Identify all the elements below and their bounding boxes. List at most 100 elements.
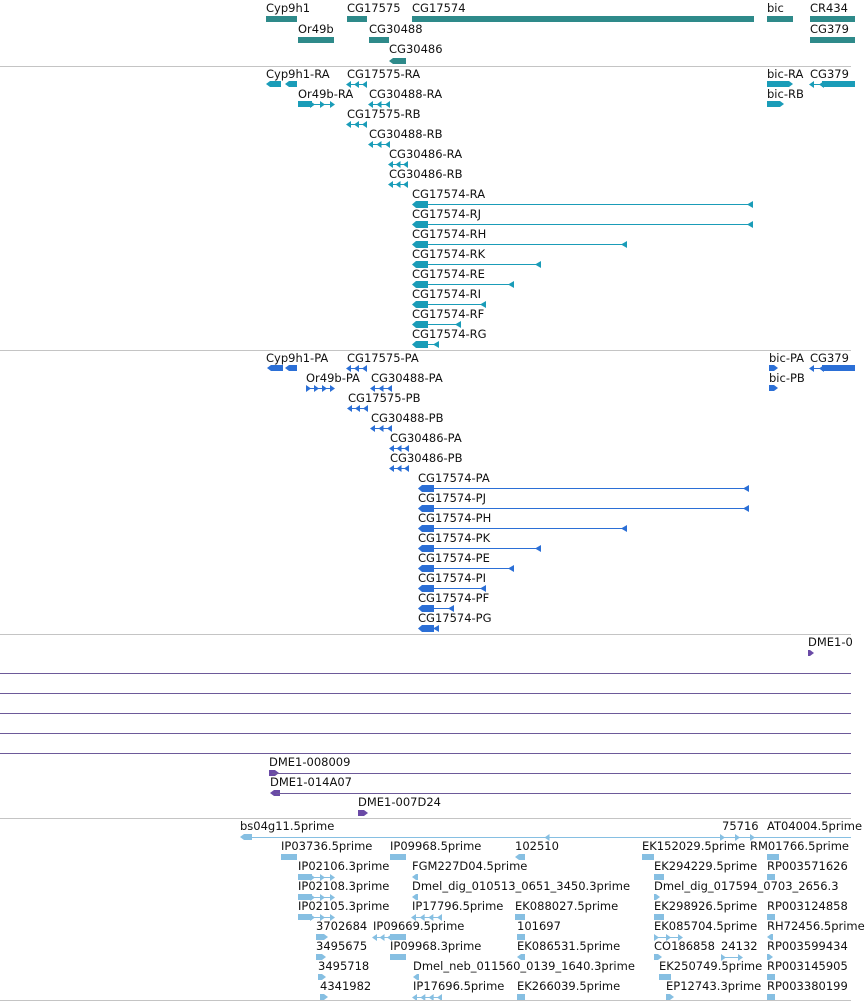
feature-glyph[interactable] — [284, 81, 298, 87]
transcript-glyph[interactable] — [411, 301, 429, 308]
ests-label[interactable]: RP003571626 — [767, 859, 848, 873]
proteins-label[interactable]: CG17575-PB — [348, 391, 421, 405]
protein-glyph[interactable] — [417, 505, 435, 512]
transcripts-label[interactable]: CG379 — [810, 67, 849, 81]
amplicon-glyph[interactable] — [357, 810, 369, 816]
genes-label[interactable]: CG30486 — [389, 42, 443, 56]
ests-label[interactable]: FGM227D04.5prime — [412, 859, 528, 873]
est-glyph[interactable] — [767, 974, 775, 980]
ests-label[interactable]: IP02108.3prime — [298, 879, 390, 893]
protein-glyph[interactable] — [418, 524, 628, 533]
transcript-glyph[interactable] — [412, 240, 628, 249]
transcripts-label[interactable]: CG30486-RA — [389, 147, 463, 161]
genes-label[interactable]: Or49b — [298, 22, 334, 36]
transcript-glyph[interactable] — [412, 340, 440, 349]
amplicon-glyph[interactable] — [269, 790, 281, 796]
est-glyph[interactable] — [315, 934, 329, 940]
ests-label[interactable]: bs04g11.5prime — [240, 819, 335, 833]
proteins-label[interactable]: CG17574-PA — [418, 471, 490, 485]
est-glyph[interactable] — [319, 994, 329, 1000]
feature-glyph[interactable] — [388, 444, 411, 453]
proteins-label[interactable]: CG17575-PA — [347, 351, 419, 365]
transcripts-label[interactable]: CG30486-RB — [389, 167, 463, 181]
proteins-label[interactable]: bic-PB — [769, 371, 805, 385]
ests-label[interactable]: IP09669.5prime — [373, 919, 465, 933]
protein-glyph[interactable] — [417, 565, 435, 572]
protein-glyph[interactable] — [418, 604, 455, 613]
ests-label[interactable]: 3702684 — [316, 919, 368, 933]
est-glyph[interactable] — [281, 854, 297, 860]
transcript-glyph[interactable] — [412, 300, 487, 309]
transcripts-label[interactable]: CG17574-RH — [412, 227, 487, 241]
est-glyph[interactable] — [766, 934, 774, 940]
amplicons-label[interactable]: DME1-014A07 — [270, 775, 352, 789]
transcripts-label[interactable]: CG17574-RA — [412, 187, 486, 201]
ests-label[interactable]: EK298926.5prime — [654, 899, 758, 913]
ests-label[interactable]: 4341982 — [320, 979, 372, 993]
amplicons-label[interactable]: DME1-008009 — [269, 755, 351, 769]
est-glyph[interactable] — [514, 854, 526, 860]
ests-label[interactable]: RH72456.5prime — [767, 919, 865, 933]
est-glyph[interactable] — [390, 954, 406, 960]
genes-label[interactable]: Cyp9h1 — [266, 1, 311, 15]
transcript-glyph[interactable] — [412, 280, 515, 289]
gene-glyph[interactable] — [767, 16, 793, 22]
proteins-label[interactable]: CG17574-PF — [418, 591, 490, 605]
transcripts-label[interactable]: bic-RB — [767, 87, 804, 101]
ests-label[interactable]: IP02106.3prime — [298, 859, 390, 873]
est-glyph[interactable] — [298, 894, 312, 900]
transcript-glyph[interactable] — [411, 201, 429, 208]
ests-label[interactable]: EK152029.5prime — [642, 839, 746, 853]
est-glyph[interactable] — [767, 914, 775, 920]
ests-label[interactable]: IP17796.5prime — [412, 899, 504, 913]
ests-label[interactable]: 75716 — [722, 819, 759, 833]
feature-glyph[interactable] — [718, 833, 756, 842]
gene-glyph[interactable] — [810, 16, 855, 22]
ests-label[interactable]: RP003145905 — [767, 959, 848, 973]
ests-label[interactable]: EK088027.5prime — [515, 899, 619, 913]
est-glyph[interactable] — [665, 994, 675, 1000]
ests-label[interactable]: RP003599434 — [767, 939, 848, 953]
proteins-label[interactable]: CG17574-PK — [418, 531, 491, 545]
ests-label[interactable]: IP17696.5prime — [413, 979, 505, 993]
ests-label[interactable]: EK250749.5prime — [659, 959, 763, 973]
amplicons-label[interactable]: DME1-007D24 — [358, 795, 441, 809]
feature-glyph[interactable] — [346, 404, 370, 413]
est-glyph[interactable] — [654, 874, 664, 880]
est-glyph[interactable] — [767, 854, 779, 860]
transcript-glyph[interactable] — [412, 260, 542, 269]
protein-glyph[interactable] — [418, 584, 487, 593]
transcripts-label[interactable]: CG30488-RB — [369, 127, 443, 141]
genes-label[interactable]: CG379 — [810, 22, 849, 36]
transcripts-label[interactable]: CG17574-RE — [412, 267, 485, 281]
feature-glyph[interactable] — [345, 120, 369, 129]
proteins-label[interactable]: CG17574-PG — [418, 611, 492, 625]
est-glyph[interactable] — [767, 874, 775, 880]
feature-glyph[interactable] — [387, 160, 410, 169]
transcript-glyph[interactable] — [412, 200, 754, 209]
transcripts-label[interactable]: Or49b-RA — [298, 87, 354, 101]
feature-glyph[interactable] — [367, 100, 392, 109]
est-glyph[interactable] — [517, 934, 525, 940]
feature-glyph[interactable] — [768, 365, 779, 371]
feature-glyph[interactable] — [766, 81, 794, 87]
gene-glyph[interactable] — [266, 16, 297, 22]
feature-glyph[interactable] — [304, 384, 336, 393]
ests-label[interactable]: Dmel_dig_017594_0703_2656.3 — [654, 879, 839, 893]
est-glyph[interactable] — [767, 994, 775, 1000]
genes-label[interactable]: CG17575 — [347, 1, 401, 15]
ests-label[interactable]: IP02105.3prime — [298, 899, 390, 913]
protein-glyph[interactable] — [417, 585, 435, 592]
ests-label[interactable]: 3495718 — [318, 959, 370, 973]
transcripts-label[interactable]: CG17574-RJ — [412, 207, 482, 221]
feature-glyph[interactable] — [367, 140, 392, 149]
est-glyph[interactable] — [411, 894, 419, 900]
est-glyph[interactable] — [317, 974, 327, 980]
est-glyph[interactable] — [412, 974, 420, 980]
protein-glyph[interactable] — [417, 545, 435, 552]
transcript-glyph[interactable] — [411, 281, 429, 288]
feature-glyph[interactable] — [719, 953, 744, 962]
ests-label[interactable]: RP003380199 — [767, 979, 848, 993]
transcript-glyph[interactable] — [411, 321, 429, 328]
protein-glyph[interactable] — [417, 625, 435, 632]
